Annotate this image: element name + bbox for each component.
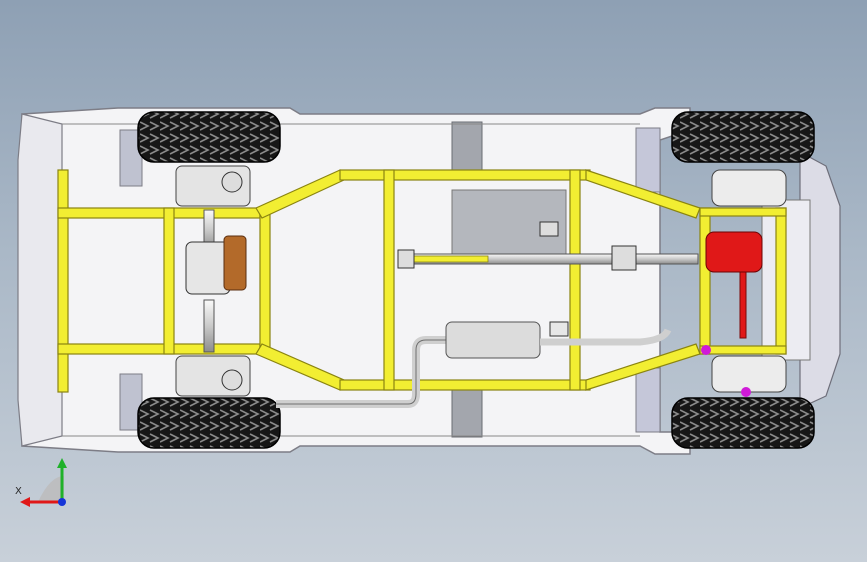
coordinate-triad [20, 458, 67, 507]
frame-diag-rear-lower[interactable] [585, 343, 701, 391]
frame-rear-upright-right[interactable] [775, 207, 787, 355]
grey-well-front-top [119, 129, 143, 187]
frame-front-upright-right[interactable] [259, 207, 271, 355]
wheels[interactable] [137, 111, 815, 449]
axis-y-arrow [57, 458, 67, 468]
front-hub-bottom[interactable] [221, 369, 243, 391]
triad-plane [38, 476, 64, 502]
frame-center-upright-b[interactable] [569, 169, 581, 391]
frame-diag-rear-upper[interactable] [585, 169, 701, 219]
rear-suspension[interactable] [701, 169, 787, 397]
frame-front-crossmember[interactable] [57, 169, 69, 393]
muffler[interactable] [445, 321, 541, 359]
frame-main-rail-upper[interactable] [339, 169, 591, 181]
driveshaft-yellow-section [409, 255, 489, 263]
frame[interactable] [57, 169, 787, 393]
axis-x-arrow [20, 497, 30, 507]
front-suspension[interactable] [175, 165, 251, 397]
tunnel-left-panel [451, 121, 483, 175]
rear-upper-arm-top[interactable] [711, 169, 787, 207]
frame-main-rail-lower[interactable] [339, 379, 591, 391]
rear-right-tire[interactable] [671, 397, 815, 449]
frame-front-upright-left[interactable] [163, 207, 175, 355]
exhaust-system[interactable] [276, 321, 672, 408]
driveshaft-ujoint-rear[interactable] [611, 245, 637, 271]
rear-left-tire[interactable] [671, 111, 815, 163]
frame-front-rail-lower[interactable] [57, 343, 261, 355]
rear-halfshaft[interactable] [739, 265, 747, 339]
front-fascia [17, 113, 63, 447]
axis-x-label: X [15, 486, 22, 497]
tunnel-left-panel-lower [451, 384, 483, 438]
front-left-tire[interactable] [137, 111, 281, 163]
exhaust-tail[interactable] [540, 328, 672, 346]
front-diff-housing[interactable] [223, 235, 247, 291]
front-hub-top[interactable] [221, 171, 243, 193]
frame-rear-rail-lower[interactable] [699, 345, 787, 355]
rear-magenta-mount-2[interactable] [741, 387, 751, 397]
exhaust-pipe-outline [276, 339, 446, 405]
front-cv-shaft-lower[interactable] [203, 299, 215, 353]
axis-z-dot [58, 498, 66, 506]
frame-rear-upright-left[interactable] [699, 207, 711, 355]
rear-diff[interactable] [705, 231, 763, 273]
grey-well-rear-bottom [635, 367, 661, 433]
frame-front-rail-upper[interactable] [57, 207, 261, 219]
exhaust-hanger[interactable] [549, 321, 569, 337]
grey-well-rear-top [635, 127, 661, 193]
frame-center-upright-a[interactable] [383, 169, 395, 391]
front-diff-body[interactable] [185, 241, 231, 295]
rear-magenta-mount[interactable] [701, 345, 711, 355]
driveshaft-ujoint-front[interactable] [397, 249, 415, 269]
grey-well-front-bottom [119, 373, 143, 431]
frame-rear-rail-upper[interactable] [699, 207, 787, 217]
front-right-tire[interactable] [137, 397, 281, 449]
driveshaft[interactable] [397, 221, 699, 271]
carrier-bearing[interactable] [539, 221, 559, 237]
rear-upper-arm-bottom[interactable] [711, 355, 787, 393]
